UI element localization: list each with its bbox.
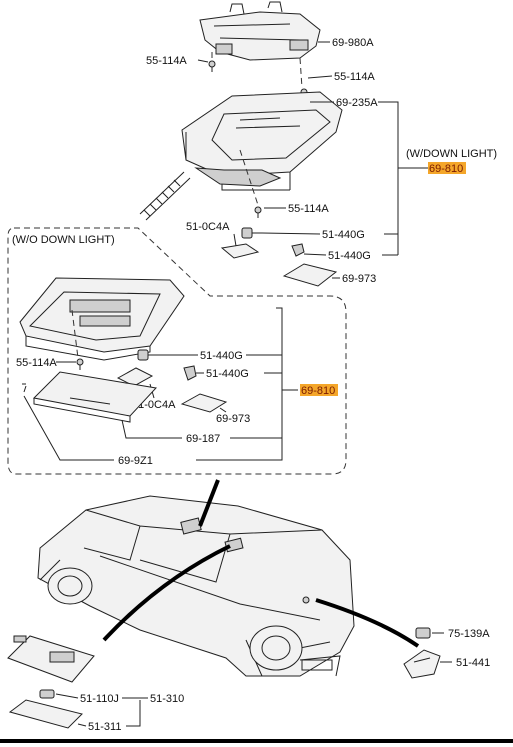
lens-51-311 — [8, 699, 83, 729]
overhead-console-with-down-light — [181, 91, 343, 191]
label-with-down-light: (W/DOWN LIGHT) — [406, 148, 497, 160]
arrow-indicator — [139, 171, 191, 221]
bulb-51-440G-lower-a — [137, 349, 198, 361]
label-51-110J: 51-110J — [80, 693, 119, 705]
label-55-114A-top: 55-114A — [146, 55, 187, 67]
lens-51-0C4A-upper — [220, 233, 260, 259]
label-51-310: 51-310 — [150, 693, 184, 705]
screw-55-114A-top-left — [208, 60, 216, 72]
label-69-973-lower: 69-973 — [216, 413, 250, 425]
sunvisor-51-310 — [7, 635, 95, 683]
label-69-9Z1: 69-9Z1 — [118, 455, 153, 467]
label-55-114A-right: 55-114A — [334, 71, 375, 83]
bulb-51-440G-lower-b — [183, 365, 197, 381]
pointer-upper-console — [198, 479, 220, 527]
label-69-187: 69-187 — [186, 433, 220, 445]
label-51-440G-upper-a: 51-440G — [322, 229, 365, 241]
label-69-980A: 69-980A — [332, 37, 374, 49]
lens-69-973-lower — [180, 393, 228, 413]
label-69-810-top: 69-810 — [429, 163, 463, 175]
highlight-69-810-lower — [300, 384, 338, 396]
bulb-51-440G-upper-a — [241, 227, 262, 239]
without-down-light-region — [7, 227, 347, 475]
console-lens-69-187 — [22, 371, 157, 423]
label-51-440G-lower-b: 51-440G — [206, 368, 249, 380]
car-outline — [37, 495, 355, 677]
pointer-sunvisor — [102, 544, 231, 642]
label-69-973-upper: 69-973 — [342, 273, 376, 285]
bracket-69-980A — [199, 1, 321, 61]
label-55-114A-lower: 55-114A — [16, 357, 57, 369]
label-without-down-light: (W/O DOWN LIGHT) — [12, 234, 115, 246]
label-75-139A: 75-139A — [448, 628, 490, 640]
overhead-console-without-down-light — [19, 277, 185, 361]
label-51-440G-upper-b: 51-440G — [328, 250, 371, 262]
switch-75-139A — [415, 627, 431, 639]
bottom-rule — [0, 739, 513, 743]
bulb-51-440G-upper-b — [291, 243, 305, 257]
label-51-0C4A-upper: 51-0C4A — [186, 221, 230, 233]
label-69-235A: 69-235A — [336, 97, 378, 109]
highlight-69-810-top — [428, 162, 466, 174]
label-51-440G-lower-a: 51-440G — [200, 350, 243, 362]
screw-55-114A-lower — [76, 358, 84, 370]
label-55-114A-middle: 55-114A — [288, 203, 329, 215]
pointer-rear-light — [315, 598, 420, 648]
screw-55-114A-middle — [254, 206, 262, 218]
bulb-51-110J — [39, 689, 55, 699]
label-69-810-lower: 69-810 — [301, 385, 335, 397]
label-51-311: 51-311 — [88, 721, 121, 733]
label-51-441: 51-441 — [456, 657, 490, 669]
lens-69-973-upper — [282, 263, 338, 287]
light-51-441 — [403, 649, 441, 679]
